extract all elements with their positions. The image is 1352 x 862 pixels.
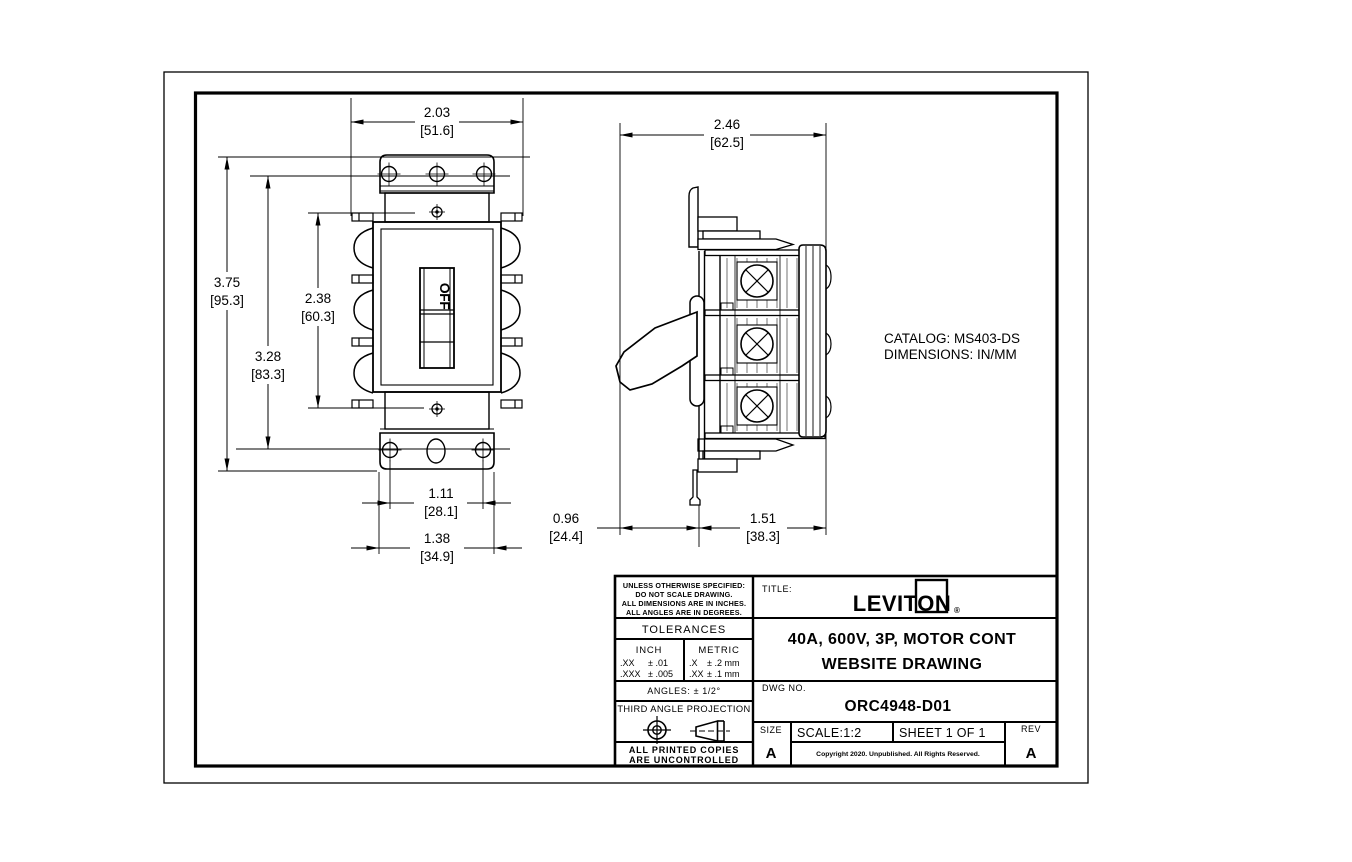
copyright-note: Copyright 2020. Unpublished. All Rights …: [816, 751, 980, 758]
dim-front-width-mm: [51.6]: [420, 123, 454, 138]
tolerances-section: TOLERANCES INCH METRIC .XX ± .01 .XXX ± …: [620, 624, 739, 696]
uncontrolled-note: ALL PRINTED COPIES ARE UNCONTROLLED: [629, 745, 739, 765]
sheet-value: SHEET 1 OF 1: [899, 726, 986, 740]
dim-front-mount-mm: [83.3]: [251, 367, 285, 382]
title-label: TITLE:: [762, 584, 792, 594]
dim-front-width-in: 2.03: [424, 105, 450, 120]
dwg-number: ORC4948-D01: [845, 698, 952, 715]
title-block: UNLESS OTHERWISE SPECIFIED: DO NOT SCALE…: [613, 574, 1059, 768]
metric-x-tol: ± .2 mm: [707, 658, 739, 668]
bottom-oval-hole: [426, 438, 446, 464]
dim-front-mount-in: 3.28: [255, 349, 281, 364]
top-mounting-ear: [688, 186, 796, 251]
drawing-title-line2: WEBSITE DRAWING: [822, 656, 983, 673]
metric-x-label: .X: [689, 658, 698, 668]
switch-body: [372, 221, 502, 393]
dim-side-body-in: 1.51: [750, 511, 776, 526]
dim-front-holes-mm: [28.1]: [424, 504, 458, 519]
drawing-title-line1: 40A, 600V, 3P, MOTOR CONT: [788, 631, 1016, 648]
size-cell: SIZE A: [760, 725, 782, 762]
dim-front-screws-in: 2.38: [305, 291, 331, 306]
rev-label: REV: [1021, 724, 1041, 734]
dim-side-body-mm: [38.3]: [746, 529, 780, 544]
toggle-lever: [615, 310, 698, 391]
metric-heading: METRIC: [698, 645, 739, 656]
side-terminal-screws: [736, 261, 778, 426]
dim-front-height-in: 3.75: [214, 275, 240, 290]
spec-note-4: ALL ANGLES ARE IN DEGREES.: [626, 608, 742, 617]
dwg-number-section: DWG NO. ORC4948-D01: [762, 683, 951, 715]
metric-xx-label: .XX: [689, 669, 704, 679]
side-view: [615, 186, 832, 506]
dim-front-height-mm: [95.3]: [210, 293, 244, 308]
bottom-mounting-plate: [379, 432, 495, 470]
metric-xx-tol: ± .1 mm: [707, 669, 739, 679]
registered-mark: ®: [954, 606, 960, 615]
leviton-logo-text: LEVITON: [853, 591, 951, 616]
terminal-bumps-left: [353, 227, 374, 394]
terminal-screws-right: [500, 212, 523, 409]
angles-tolerance: ANGLES: ± 1/2°: [647, 686, 720, 696]
inch-xxx-tol: ± .005: [648, 669, 673, 679]
dim-front-plate-in: 1.38: [424, 531, 450, 546]
catalog-line1: CATALOG: MS403-DS: [884, 331, 1020, 346]
bottom-mounting-ear: [689, 438, 795, 506]
projection-section: THIRD ANGLE PROJECTION: [617, 704, 750, 744]
leviton-logo: LEVITON ®: [853, 578, 960, 616]
dim-side-depth-in: 2.46: [714, 117, 740, 132]
inch-xx-label: .XX: [620, 658, 635, 668]
dim-side-handle-mm: [24.4]: [549, 529, 583, 544]
tolerances-heading: TOLERANCES: [642, 624, 726, 636]
uncontrolled-line1: ALL PRINTED COPIES: [629, 745, 739, 755]
third-angle-projection-icon: [643, 716, 730, 744]
terminal-bumps-right: [500, 227, 521, 394]
dwg-label: DWG NO.: [762, 683, 806, 693]
spec-note-1: UNLESS OTHERWISE SPECIFIED:: [623, 581, 745, 590]
toggle-off-label: OFF: [437, 283, 453, 310]
inch-heading: INCH: [636, 645, 662, 656]
back-housing: [798, 244, 832, 438]
dim-side-handle-in: 0.96: [553, 511, 579, 526]
inch-xx-tol: ± .01: [648, 658, 668, 668]
dim-front-screws-mm: [60.3]: [301, 309, 335, 324]
dimensions: 2.03 [51.6] 3.75 [95.3] 3.28 [83.3] 2.38…: [210, 98, 827, 564]
uncontrolled-line2: ARE UNCONTROLLED: [629, 755, 739, 765]
spec-note-2: DO NOT SCALE DRAWING.: [635, 590, 732, 599]
upper-screw: [429, 204, 445, 220]
title-section: TITLE: 40A, 600V, 3P, MOTOR CONT WEBSITE…: [762, 584, 1016, 673]
front-view: OFF: [351, 154, 523, 470]
projection-heading: THIRD ANGLE PROJECTION: [617, 704, 750, 714]
scale-value: SCALE:1:2: [797, 726, 862, 740]
rev-cell: REV A: [1021, 724, 1041, 762]
dim-front-plate-mm: [34.9]: [420, 549, 454, 564]
spec-notes: UNLESS OTHERWISE SPECIFIED: DO NOT SCALE…: [622, 581, 746, 617]
catalog-note: CATALOG: MS403-DS DIMENSIONS: IN/MM: [884, 331, 1020, 362]
catalog-line2: DIMENSIONS: IN/MM: [884, 347, 1017, 362]
top-mounting-holes: [377, 162, 496, 186]
toggle-switch: OFF: [419, 267, 455, 369]
spec-note-3: ALL DIMENSIONS ARE IN INCHES.: [622, 599, 746, 608]
inch-xxx-label: .XXX: [620, 669, 641, 679]
size-label: SIZE: [760, 725, 782, 735]
rev-value: A: [1026, 745, 1037, 762]
size-value: A: [766, 745, 777, 762]
dim-front-holes-in: 1.11: [428, 486, 453, 501]
bottom-mounting-holes: [378, 438, 495, 464]
dim-side-depth-mm: [62.5]: [710, 135, 744, 150]
lower-screw: [429, 401, 445, 417]
